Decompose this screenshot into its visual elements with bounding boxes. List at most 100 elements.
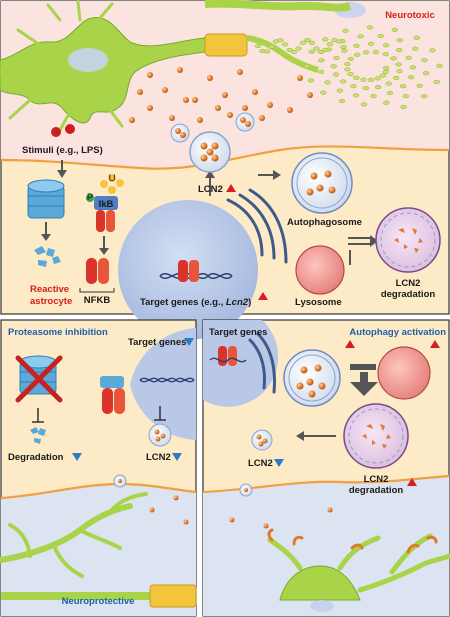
axon-fragment (281, 42, 289, 47)
axon-fragment (326, 42, 334, 47)
axon-fragment (341, 48, 348, 53)
lcn2-vesicle-right (251, 429, 273, 451)
lcn2-dot (267, 102, 273, 108)
inhibited-proteasome-icon (15, 355, 63, 403)
axon-fragment (318, 58, 325, 63)
lcn2-dot (307, 92, 313, 98)
down-arrow-icon (72, 453, 82, 461)
axon-fragment (317, 69, 325, 74)
autophagosome-right-icon (283, 349, 341, 407)
degenerating-axon-dots (254, 25, 443, 110)
neuron-bottom-right (267, 528, 450, 612)
lcn2-dot (242, 105, 248, 111)
lcn2-dot (183, 97, 189, 103)
ikb-label: IkB (99, 199, 114, 210)
lysosome-label: Lysosome (295, 297, 342, 308)
lcn2-left-label: LCN2 (146, 452, 171, 463)
axon-fragment (333, 55, 340, 61)
lcn2-dot (197, 117, 203, 123)
axon-fragment (347, 56, 355, 61)
up-arrow-icon (226, 184, 236, 192)
axon-fragment (392, 75, 400, 80)
axon-fragment (299, 40, 307, 45)
nfkb-dimer-icon (86, 258, 109, 284)
axon-fragment (313, 46, 320, 51)
axon-fragment (395, 62, 402, 67)
axon-fragment (340, 44, 347, 49)
axon-fragment (360, 102, 368, 107)
axon-fragment (422, 71, 430, 76)
lcn2-dot (147, 105, 153, 111)
nucleus-left (130, 328, 196, 440)
axon-fragment (332, 72, 340, 77)
axon-fragment (409, 65, 417, 70)
axon-fragment (367, 77, 375, 82)
lcn2-vesicle-top (189, 131, 231, 173)
axon-fragment (360, 77, 367, 82)
axon-fragment (295, 46, 302, 51)
lcn2-degradation-label-2: degradation (381, 289, 436, 300)
ikb-nfkb-intact-icon (100, 376, 125, 414)
lcn2-dot (227, 112, 233, 118)
lcn2-dot (177, 67, 183, 73)
axon-fragment (405, 55, 412, 60)
axon-fragment (362, 50, 370, 55)
lcn2-dot (297, 75, 303, 81)
neuroprotective-label: Neuroprotective (62, 596, 135, 607)
axon-fragment (382, 52, 389, 57)
target-genes-right-label: Target genes (209, 327, 267, 338)
axon-fragment (336, 88, 344, 93)
neuron-top (0, 0, 366, 132)
axon-fragment (402, 94, 410, 99)
axon-fragment (379, 73, 387, 78)
axon-fragment (277, 38, 284, 43)
axon-fragment (421, 58, 428, 63)
axon-fragment (362, 86, 370, 91)
axon-fragment (354, 52, 361, 57)
axon-fragment (357, 34, 364, 39)
axon-fragment (263, 49, 271, 54)
lcn2-degradation-right-label-1: LCN2 (364, 474, 389, 485)
axon-fragment (353, 75, 360, 80)
lcn2-dot (252, 89, 258, 95)
autolysosome-icon (375, 207, 441, 273)
axon-fragment (366, 25, 374, 30)
ikb-nfkb-complex-icon: U P IkB (86, 173, 124, 232)
lcn2-secreted-dots (129, 67, 313, 123)
lcn2-dot (192, 97, 198, 103)
axon-fragment (304, 37, 311, 43)
axon-fragment (396, 69, 403, 74)
lcn2-vesicle-left (148, 423, 172, 447)
axon-fragment (322, 47, 329, 52)
nfkb-label: NFKB (84, 295, 111, 306)
axon-fragment (382, 69, 390, 74)
axon-fragment (308, 49, 316, 54)
down-arrow-icon (184, 338, 194, 346)
axon-fragment (344, 62, 351, 67)
axon-fragment (320, 90, 327, 95)
neuron-bottom-left (0, 492, 197, 608)
reactive-astrocyte-label-1: Reactive (30, 284, 69, 295)
axon-fragment (383, 100, 390, 105)
lcn2-degradation-right-label-2: degradation (349, 485, 404, 496)
axon-fragment (286, 47, 293, 52)
autolysosome-right-icon (343, 403, 409, 469)
axon-fragment (395, 48, 403, 53)
axon-fragment (374, 76, 382, 81)
axon-fragment (317, 49, 325, 54)
fusion-arrow-icon (350, 364, 378, 396)
degraded-fragments-small-icon (30, 427, 46, 444)
lcn2-dot (147, 72, 153, 78)
axon-fragment (433, 79, 440, 84)
lcn2-top-label: LCN2 (198, 184, 223, 195)
axon-fragment (290, 49, 298, 54)
degraded-fragments-icon (34, 246, 61, 267)
axon-fragment (342, 28, 349, 33)
down-arrow-icon (172, 453, 182, 461)
axon-fragment (420, 94, 428, 99)
axon-fragment (391, 27, 399, 32)
target-genes-label: Target genes (e.g., Lcn2) (140, 297, 251, 308)
axon-fragment (308, 40, 316, 45)
axon-fragment (374, 85, 382, 90)
